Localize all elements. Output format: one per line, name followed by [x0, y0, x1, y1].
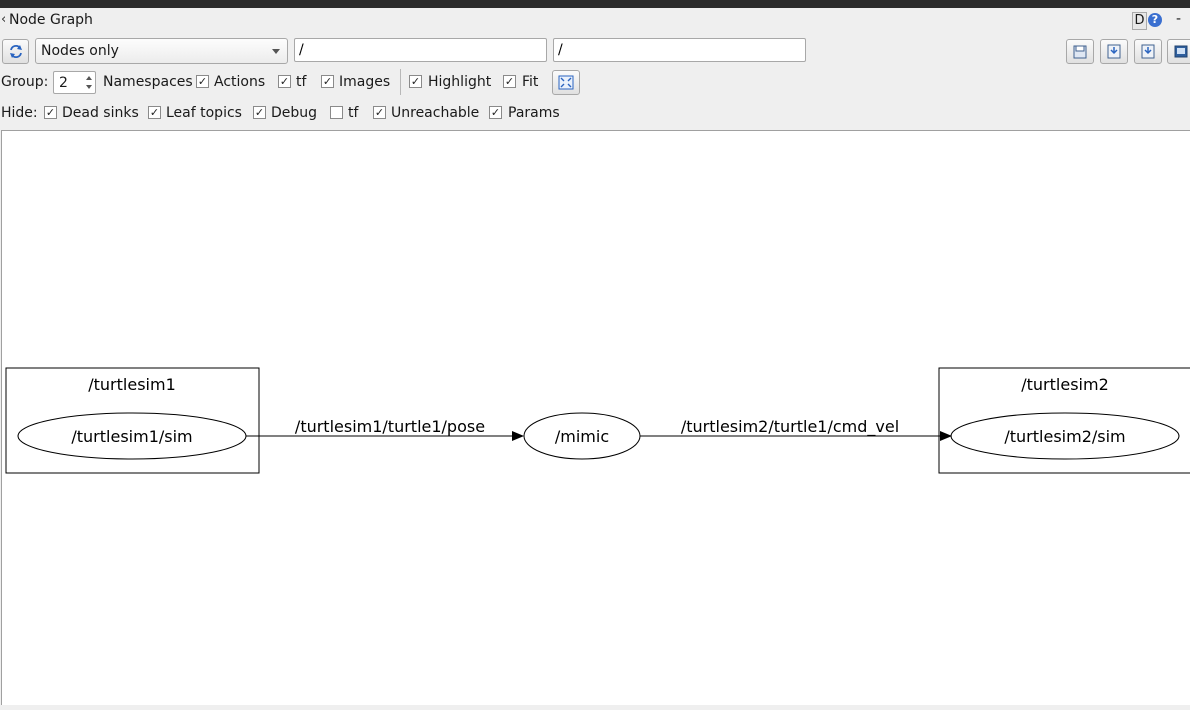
- load-dot-button[interactable]: [1066, 39, 1094, 64]
- images-label: Images: [339, 74, 391, 90]
- fit-view-icon: [558, 75, 574, 90]
- debug-checkbox[interactable]: ✓: [253, 106, 266, 119]
- debug-label: Debug: [271, 105, 318, 121]
- edge-cmd-vel-label: /turtlesim2/turtle1/cmd_vel: [681, 417, 899, 437]
- fit-in-view-button[interactable]: [552, 70, 580, 95]
- cluster-turtlesim1-label: /turtlesim1: [88, 375, 176, 394]
- topic-filter-input[interactable]: [553, 38, 806, 62]
- load-file-icon: [1073, 45, 1087, 59]
- highlight-label: Highlight: [428, 74, 492, 90]
- minimize-button[interactable]: -: [1176, 11, 1182, 27]
- window-title: Node Graph: [9, 12, 93, 28]
- help-icon[interactable]: ?: [1148, 13, 1162, 27]
- namespaces-label: Namespaces: [103, 74, 193, 90]
- namespaces-checkbox[interactable]: ✓: [196, 75, 209, 88]
- unreachable-checkbox[interactable]: ✓: [373, 106, 386, 119]
- collapse-chevron-icon[interactable]: ‹: [1, 12, 7, 27]
- save-dot-icon: [1107, 44, 1121, 59]
- fit-label: Fit: [522, 74, 539, 90]
- images-checkbox[interactable]: ✓: [321, 75, 334, 88]
- leaf-topics-checkbox[interactable]: ✓: [148, 106, 161, 119]
- group-value: 2: [59, 75, 68, 91]
- group-label: Group:: [1, 74, 49, 90]
- params-label: Params: [508, 105, 560, 121]
- spin-down-icon[interactable]: [86, 85, 92, 89]
- cluster-turtlesim2: [938, 367, 1190, 474]
- fit-checkbox[interactable]: ✓: [503, 75, 516, 88]
- dead-sinks-checkbox[interactable]: ✓: [44, 106, 57, 119]
- tf-label: tf: [296, 74, 307, 90]
- cluster-turtlesim2-label: /turtlesim2: [1021, 375, 1109, 394]
- dead-sinks-label: Dead sinks: [62, 105, 139, 121]
- actions-label: Actions: [214, 74, 266, 90]
- edge-pose-label: /turtlesim1/turtle1/pose: [295, 417, 485, 436]
- node-turtlesim2-sim-label: /turtlesim2/sim: [1004, 427, 1125, 446]
- chevron-down-icon: [272, 49, 280, 54]
- node-filter-input[interactable]: [294, 38, 547, 62]
- leaf-topics-label: Leaf topics: [166, 105, 242, 121]
- save-dot-button[interactable]: [1100, 39, 1128, 64]
- save-image-icon: [1174, 45, 1188, 58]
- save-svg-button[interactable]: [1134, 39, 1162, 64]
- toolbar-divider: [400, 69, 401, 95]
- graph-type-value: Nodes only: [41, 43, 119, 59]
- hide-label: Hide:: [1, 105, 38, 121]
- tf-checkbox[interactable]: ✓: [278, 75, 291, 88]
- dock-button[interactable]: D: [1132, 12, 1147, 30]
- refresh-icon: [10, 45, 22, 58]
- save-image-button[interactable]: [1167, 39, 1190, 64]
- top-bar: [0, 0, 1190, 8]
- graph-canvas[interactable]: /turtlesim1 /turtlesim2 /turtlesim1/sim …: [1, 130, 1190, 705]
- group-spinbox[interactable]: 2: [53, 71, 96, 94]
- save-svg-icon: [1141, 44, 1155, 59]
- graph-view: /turtlesim1 /turtlesim2 /turtlesim1/sim …: [5, 367, 1190, 474]
- hide-tf-label: tf: [348, 105, 359, 121]
- highlight-checkbox[interactable]: ✓: [409, 75, 422, 88]
- title-bar: [0, 8, 1190, 36]
- params-checkbox[interactable]: ✓: [489, 106, 502, 119]
- node-mimic-label: /mimic: [555, 427, 609, 446]
- spin-up-icon[interactable]: [86, 76, 92, 80]
- hide-tf-checkbox[interactable]: [330, 106, 343, 119]
- refresh-button[interactable]: [2, 39, 29, 64]
- unreachable-label: Unreachable: [391, 105, 480, 121]
- graph-type-dropdown[interactable]: Nodes only: [35, 38, 288, 64]
- node-turtlesim1-sim-label: /turtlesim1/sim: [71, 427, 192, 446]
- cluster-turtlesim1: [5, 367, 260, 474]
